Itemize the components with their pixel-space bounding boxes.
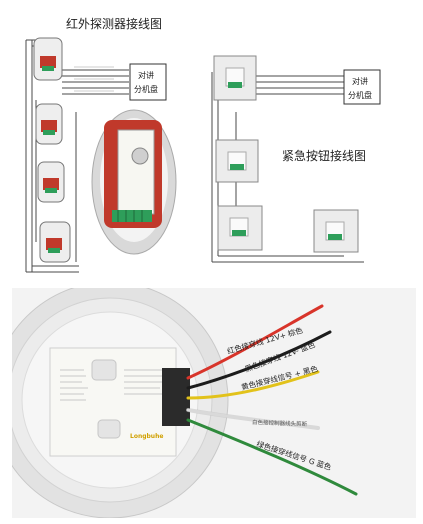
infrared-title: 红外探测器接线图 <box>66 16 162 31</box>
emergency-button-unit <box>215 139 259 183</box>
emergency-box-label-1: 对讲 <box>352 76 368 86</box>
emergency-box-label-2: 分机盘 <box>348 90 372 100</box>
wire-label-white: 白色接控制器线头剪断 <box>252 418 308 428</box>
wiring-diagrams-panel: 红外探测器接线图 <box>14 12 414 274</box>
emergency-wiring-diagram: 紧急按钮接线图 对讲 分机盘 <box>211 55 381 263</box>
infrared-intercom-box <box>129 63 167 101</box>
wiring-diagrams-svg: 红外探测器接线图 <box>25 16 381 273</box>
emergency-title: 紧急按钮接线图 <box>282 148 366 163</box>
detector-photo <box>91 109 177 255</box>
detector-brand: Longbuhe <box>130 433 163 440</box>
detector-wire-photo-svg: Longbuhe 红色接穿线 12V+ 棕色 黑色接穿线 12V- 蓝色 黄色接… <box>0 281 416 519</box>
infrared-wiring-diagram: 红外探测器接线图 <box>25 16 167 273</box>
infrared-detector-unit <box>37 161 65 203</box>
infrared-box-label-2: 分机盘 <box>134 84 158 94</box>
infrared-detector-unit <box>35 103 63 145</box>
detector-wire-photo-panel: Longbuhe 红色接穿线 12V+ 棕色 黑色接穿线 12V- 蓝色 黄色接… <box>0 281 416 519</box>
wire-red <box>186 304 324 380</box>
wire-black <box>186 330 332 390</box>
infrared-detector-unit <box>39 221 71 263</box>
wire-yellow <box>186 370 320 400</box>
emergency-intercom-box <box>343 69 381 105</box>
infrared-detector-unit <box>33 37 63 81</box>
infrared-box-label-1: 对讲 <box>138 70 154 80</box>
emergency-button-unit <box>313 209 359 253</box>
emergency-button-unit <box>217 205 263 251</box>
emergency-button-unit <box>213 55 257 101</box>
wire-green <box>186 418 358 496</box>
detector-base: Longbuhe <box>0 281 229 519</box>
